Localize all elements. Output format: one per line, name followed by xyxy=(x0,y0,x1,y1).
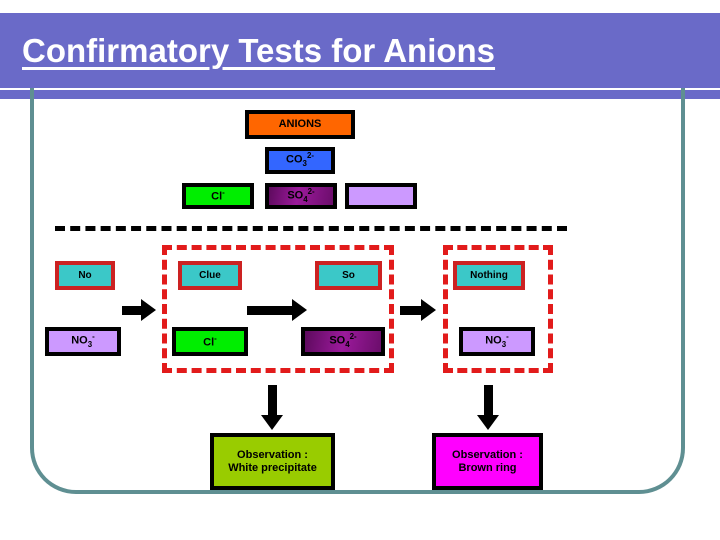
test-box-nothing[interactable]: Nothing xyxy=(453,261,525,290)
ion-box-nitrate-1[interactable]: NO3- xyxy=(45,327,121,356)
observation-white-line1: Observation : xyxy=(237,449,308,462)
node-sulphate-top[interactable]: SO42- xyxy=(265,183,337,209)
node-anions[interactable]: ANIONS xyxy=(245,110,355,139)
test-box-no-label: No xyxy=(78,269,92,281)
ion-box-chloride-label: Cl- xyxy=(203,333,217,349)
arrow-shaft xyxy=(267,385,277,415)
test-box-so[interactable]: So xyxy=(315,261,382,290)
observation-box-white-precipitate[interactable]: Observation : White precipitate xyxy=(210,433,335,490)
observation-brown-line2: Brown ring xyxy=(458,461,517,474)
node-carbonate-label: CO32- xyxy=(286,151,314,168)
arrow-shaft xyxy=(247,305,292,315)
test-box-nothing-label: Nothing xyxy=(470,269,508,281)
observation-brown-line1: Observation : xyxy=(452,449,523,462)
node-blank-top[interactable] xyxy=(345,183,417,209)
red-dashed-group-left xyxy=(162,245,394,373)
arrow-head xyxy=(421,299,436,321)
content-frame xyxy=(30,88,685,494)
arrow-head xyxy=(292,299,307,321)
test-box-clue-label: Clue xyxy=(199,269,221,281)
arrow-clue-to-so xyxy=(247,299,307,321)
title-banner xyxy=(0,13,720,88)
node-chloride-top[interactable]: Cl- xyxy=(182,183,254,209)
node-anions-label: ANIONS xyxy=(278,118,322,131)
arrow-to-observation-brown xyxy=(477,385,499,430)
observation-white-line2: White precipitate xyxy=(228,461,317,474)
node-carbonate[interactable]: CO32- xyxy=(265,147,335,174)
red-dashed-group-right xyxy=(443,245,553,373)
arrow-head xyxy=(477,415,499,430)
arrow-shaft xyxy=(122,305,141,315)
node-sulphate-top-label: SO42- xyxy=(287,186,315,204)
arrow-head xyxy=(141,299,156,321)
title-underbar xyxy=(0,90,720,99)
test-box-so-label: So xyxy=(342,269,355,281)
test-box-clue[interactable]: Clue xyxy=(178,261,242,290)
observation-box-brown-ring[interactable]: Observation : Brown ring xyxy=(432,433,543,490)
ion-box-nitrate-2[interactable]: NO3- xyxy=(459,327,535,356)
test-box-no[interactable]: No xyxy=(55,261,115,290)
ion-box-sulphate-label: SO42- xyxy=(329,332,357,349)
page-title: Confirmatory Tests for Anions xyxy=(22,32,496,69)
arrow-shaft xyxy=(483,385,493,415)
arrow-head xyxy=(261,415,283,430)
arrow-to-observation-white xyxy=(261,385,283,430)
ion-box-nitrate-1-label: NO3- xyxy=(71,332,95,349)
ion-box-sulphate[interactable]: SO42- xyxy=(301,327,385,356)
arrow-so-to-nothing xyxy=(400,299,436,321)
black-dashed-divider xyxy=(55,226,567,231)
arrow-no-to-clue xyxy=(122,299,156,321)
ion-box-chloride[interactable]: Cl- xyxy=(172,327,248,356)
arrow-shaft xyxy=(400,305,421,315)
node-chloride-top-label: Cl- xyxy=(211,188,225,203)
ion-box-nitrate-2-label: NO3- xyxy=(485,332,509,349)
